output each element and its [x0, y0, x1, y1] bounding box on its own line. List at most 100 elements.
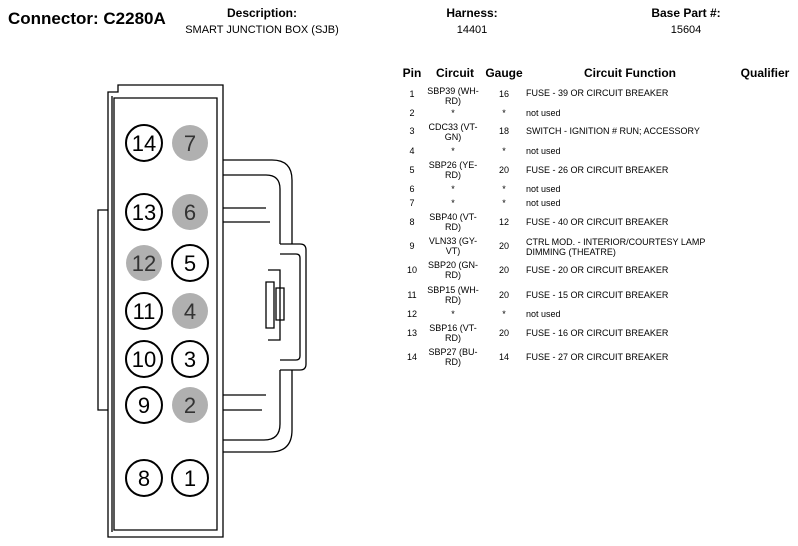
col-header-circuit-function: Circuit Function — [584, 66, 676, 80]
circuit-function: not used — [526, 198, 561, 208]
pin-number: 10 — [406, 265, 417, 275]
table-row: 4 * * not used — [398, 146, 798, 168]
circuit-code: SBP39 (WH-RD) — [427, 86, 479, 106]
circuit-code: SBP27 (BU-RD) — [428, 347, 478, 367]
table-row: 9 VLN33 (GY-VT) 20 CTRL MOD. - INTERIOR/… — [398, 236, 798, 258]
pin-number: 3 — [409, 126, 415, 136]
pin-label: 13 — [132, 200, 156, 225]
connector-pin-6: 6 — [172, 194, 208, 230]
wire-gauge: 16 — [498, 89, 509, 99]
circuit-function: SWITCH - IGNITION # RUN; ACCESSORY — [526, 126, 700, 136]
connector-pins: 14 7 13 6 12 5 11 4 10 39 2 8 1 — [125, 124, 209, 497]
table-row: 14 SBP27 (BU-RD) 14 FUSE - 27 OR CIRCUIT… — [398, 347, 798, 369]
circuit-function: CTRL MOD. - INTERIOR/COURTESY LAMP DIMMI… — [526, 237, 706, 257]
circuit-function: FUSE - 26 OR CIRCUIT BREAKER — [526, 165, 669, 175]
circuit-code: SBP26 (YE-RD) — [428, 160, 478, 180]
wire-gauge: 12 — [498, 217, 509, 227]
wire-gauge: 20 — [498, 265, 509, 275]
pin-label: 10 — [132, 347, 156, 372]
pin-circle — [125, 193, 163, 231]
pin-number: 13 — [406, 328, 417, 338]
pin-circle — [171, 459, 209, 497]
pin-label: 8 — [138, 466, 150, 491]
circuit-code: * — [451, 146, 455, 156]
connector-pin-3: 3 — [171, 340, 209, 378]
table-row: 8 SBP40 (VT-RD) 12 FUSE - 40 OR CIRCUIT … — [398, 212, 798, 234]
pin-label: 11 — [133, 299, 156, 324]
pin-circle — [171, 340, 209, 378]
pin-number: 5 — [409, 165, 415, 175]
pin-number: 8 — [409, 217, 415, 227]
circuit-function: FUSE - 15 OR CIRCUIT BREAKER — [526, 290, 669, 300]
pin-number: 14 — [406, 352, 417, 362]
circuit-function: FUSE - 16 OR CIRCUIT BREAKER — [526, 328, 669, 338]
table-row: 6 * * not used — [398, 184, 798, 206]
wire-gauge: 20 — [498, 241, 509, 251]
pin-label: 2 — [184, 393, 196, 418]
pin-number: 7 — [409, 198, 415, 208]
circuit-code: * — [451, 108, 455, 118]
connector-pin-8: 8 — [125, 459, 163, 497]
table-row: 13 SBP16 (VT-RD) 20 FUSE - 16 OR CIRCUIT… — [398, 323, 798, 345]
pin-number: 9 — [409, 241, 415, 251]
wire-gauge: * — [502, 146, 506, 156]
pin-label: 1 — [184, 466, 196, 491]
pin-circle — [172, 125, 208, 161]
circuit-code: * — [451, 309, 455, 319]
connector-pin-10: 10 — [125, 340, 163, 378]
circuit-code: * — [451, 184, 455, 194]
table-row: 2 * * not used — [398, 108, 798, 130]
col-header-pin: Pin — [402, 66, 422, 80]
pin-label: 14 — [132, 131, 156, 156]
circuit-code: SBP20 (GN-RD) — [427, 260, 478, 280]
base-part-value: 15604 — [670, 24, 702, 36]
table-row: 7 * * not used — [398, 198, 798, 220]
pin-label: 5 — [184, 251, 196, 276]
pin-circle — [172, 194, 208, 230]
table-row: 3 CDC33 (VT-GN) 18 SWITCH - IGNITION # R… — [398, 122, 798, 144]
wire-gauge: * — [502, 198, 506, 208]
table-row: 10 SBP20 (GN-RD) 20 FUSE - 20 OR CIRCUIT… — [398, 260, 798, 282]
circuit-code: SBP15 (WH-RD) — [427, 285, 479, 305]
circuit-code: VLN33 (GY-VT) — [428, 236, 478, 256]
circuit-function: not used — [526, 146, 561, 156]
table-row: 1 SBP39 (WH-RD) 16 FUSE - 39 OR CIRCUIT … — [398, 86, 798, 108]
description-value: SMART JUNCTION BOX (SJB) — [185, 24, 339, 36]
circuit-code: * — [451, 198, 455, 208]
pin-number: 1 — [409, 89, 415, 99]
wire-gauge: * — [502, 184, 506, 194]
pin-circle — [125, 124, 163, 162]
base-part-label: Base Part #: — [651, 6, 721, 20]
table-row: 12 * * not used — [398, 309, 798, 331]
col-header-circuit: Circuit — [435, 66, 474, 80]
connector-housing-outline — [97, 84, 307, 538]
connector-pin-7: 7 — [172, 125, 208, 161]
pin-circle — [125, 386, 163, 424]
pin-number: 2 — [409, 108, 415, 118]
connector-pin-13: 13 — [125, 193, 163, 231]
pin-number: 11 — [407, 290, 417, 300]
pin-label: 9 — [138, 393, 150, 418]
connector-pin-5: 5 — [171, 244, 209, 282]
pin-number: 4 — [409, 146, 415, 156]
circuit-code: CDC33 (VT-GN) — [428, 122, 478, 142]
wire-gauge: 20 — [498, 290, 509, 300]
connector-title: Connector: C2280A — [8, 9, 166, 28]
pin-circle — [125, 340, 163, 378]
circuit-function: not used — [526, 108, 561, 118]
wire-gauge: 18 — [498, 126, 509, 136]
col-header-gauge: Gauge — [485, 66, 523, 80]
wire-gauge: * — [502, 108, 506, 118]
connector-pin-11: 11 — [125, 292, 163, 330]
pin-label: 4 — [184, 299, 196, 324]
harness-label: Harness: — [446, 6, 498, 20]
circuit-function: FUSE - 20 OR CIRCUIT BREAKER — [526, 265, 669, 275]
col-header-qualifier: Qualifier — [740, 66, 790, 80]
pin-label: 7 — [184, 131, 196, 156]
connector-pin-14: 14 — [125, 124, 163, 162]
connector-pin-4: 4 — [172, 293, 208, 329]
connector-pin-9: 9 — [125, 386, 163, 424]
pin-label: 12 — [132, 251, 156, 276]
wire-gauge: 20 — [498, 328, 509, 338]
pin-circle — [125, 292, 163, 330]
